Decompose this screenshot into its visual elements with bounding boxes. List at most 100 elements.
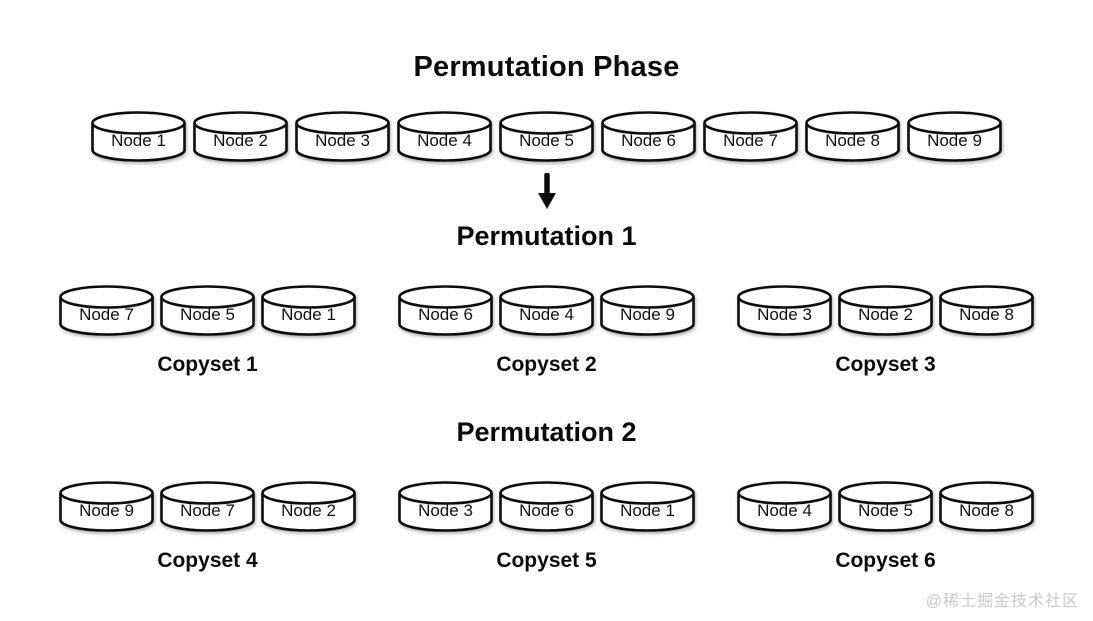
node-label: Node 3 xyxy=(757,305,812,324)
database-cylinder-icon xyxy=(600,481,695,532)
node-cylinder: Node 7 xyxy=(159,480,256,535)
node-cylinder: Node 3 xyxy=(294,110,391,165)
node-cylinder: Node 2 xyxy=(192,110,289,165)
copyset-label: Copyset 4 xyxy=(157,549,258,572)
copyset-group: Node 3 Node 2 Node 8 Copyset 3 xyxy=(736,284,1035,377)
node-cylinder: Node 2 xyxy=(837,284,934,339)
copyset-label: Copyset 3 xyxy=(835,353,936,376)
database-cylinder-icon xyxy=(295,111,390,162)
database-cylinder-icon xyxy=(193,111,288,162)
node-label: Node 2 xyxy=(213,131,268,150)
copyset-node-row: Node 3 Node 6 Node 1 xyxy=(397,480,696,535)
copyset-label: Copyset 5 xyxy=(496,549,597,572)
node-label: Node 7 xyxy=(723,131,778,150)
database-cylinder-icon xyxy=(499,285,594,336)
copyset-group: Node 4 Node 5 Node 8 Copyset 6 xyxy=(736,480,1035,573)
node-cylinder: Node 5 xyxy=(159,284,256,339)
database-cylinder-icon xyxy=(261,481,356,532)
node-label: Node 8 xyxy=(959,501,1014,520)
database-cylinder-icon xyxy=(939,285,1034,336)
node-label: Node 6 xyxy=(418,305,473,324)
node-cylinder: Node 7 xyxy=(58,284,155,339)
node-cylinder: Node 4 xyxy=(396,110,493,165)
database-cylinder-icon xyxy=(939,481,1034,532)
node-label: Node 2 xyxy=(281,501,336,520)
permutation-1-title: Permutation 1 xyxy=(456,221,637,251)
node-label: Node 3 xyxy=(315,131,370,150)
node-label: Node 3 xyxy=(418,501,473,520)
database-cylinder-icon xyxy=(397,111,492,162)
node-label: Node 8 xyxy=(959,305,1014,324)
node-cylinder: Node 4 xyxy=(498,284,595,339)
permutation-1-section: Permutation 1 Node 7 Node 5 Node 1 Copys… xyxy=(0,221,1093,377)
database-cylinder-icon xyxy=(398,481,493,532)
database-cylinder-icon xyxy=(601,111,696,162)
down-arrow-icon xyxy=(537,173,556,209)
node-cylinder: Node 2 xyxy=(260,480,357,535)
diagram-title: Permutation Phase xyxy=(413,51,680,83)
copyset-label: Copyset 6 xyxy=(835,549,936,572)
node-cylinder: Node 8 xyxy=(804,110,901,165)
node-label: Node 1 xyxy=(281,305,336,324)
node-label: Node 9 xyxy=(927,131,982,150)
copyset-node-row: Node 3 Node 2 Node 8 xyxy=(736,284,1035,339)
copyset-node-row: Node 9 Node 7 Node 2 xyxy=(58,480,357,535)
database-cylinder-icon xyxy=(838,285,933,336)
node-cylinder: Node 4 xyxy=(736,480,833,535)
database-cylinder-icon xyxy=(737,481,832,532)
node-label: Node 6 xyxy=(621,131,676,150)
node-cylinder: Node 3 xyxy=(397,480,494,535)
watermark: @稀土掘金技术社区 xyxy=(925,593,1079,610)
node-cylinder: Node 5 xyxy=(837,480,934,535)
node-label: Node 8 xyxy=(825,131,880,150)
permutation-2-section: Permutation 2 Node 9 Node 7 Node 2 Copys… xyxy=(0,417,1093,573)
copyset-node-row: Node 4 Node 5 Node 8 xyxy=(736,480,1035,535)
node-label: Node 2 xyxy=(858,305,913,324)
copyset-group: Node 6 Node 4 Node 9 Copyset 2 xyxy=(397,284,696,377)
database-cylinder-icon xyxy=(600,285,695,336)
database-cylinder-icon xyxy=(398,285,493,336)
database-cylinder-icon xyxy=(160,481,255,532)
node-label: Node 7 xyxy=(180,501,235,520)
node-label: Node 5 xyxy=(180,305,235,324)
copyset-group: Node 3 Node 6 Node 1 Copyset 5 xyxy=(397,480,696,573)
permutation-2-copyset-row: Node 9 Node 7 Node 2 Copyset 4 Node 3 No… xyxy=(0,480,1093,573)
database-cylinder-icon xyxy=(499,481,594,532)
database-cylinder-icon xyxy=(499,111,594,162)
permutation-2-title: Permutation 2 xyxy=(456,417,637,447)
arrow-container xyxy=(0,173,1093,211)
node-label: Node 9 xyxy=(79,501,134,520)
database-cylinder-icon xyxy=(59,481,154,532)
node-cylinder: Node 1 xyxy=(90,110,187,165)
permutation-phase-node-row: Node 1 Node 2 Node 3 Node 4 Node 5 Node … xyxy=(0,110,1093,165)
database-cylinder-icon xyxy=(160,285,255,336)
node-cylinder: Node 5 xyxy=(498,110,595,165)
node-label: Node 4 xyxy=(757,501,812,520)
database-cylinder-icon xyxy=(737,285,832,336)
node-cylinder: Node 7 xyxy=(702,110,799,165)
database-cylinder-icon xyxy=(59,285,154,336)
copyset-label: Copyset 2 xyxy=(496,353,597,376)
node-label: Node 5 xyxy=(858,501,913,520)
database-cylinder-icon xyxy=(805,111,900,162)
node-cylinder: Node 8 xyxy=(938,480,1035,535)
copyset-group: Node 9 Node 7 Node 2 Copyset 4 xyxy=(58,480,357,573)
permutation-1-copyset-row: Node 7 Node 5 Node 1 Copyset 1 Node 6 No… xyxy=(0,284,1093,377)
copyset-label: Copyset 1 xyxy=(157,353,258,376)
node-label: Node 4 xyxy=(519,305,574,324)
node-label: Node 6 xyxy=(519,501,574,520)
copyset-node-row: Node 7 Node 5 Node 1 xyxy=(58,284,357,339)
node-label: Node 1 xyxy=(620,501,675,520)
node-cylinder: Node 6 xyxy=(397,284,494,339)
database-cylinder-icon xyxy=(91,111,186,162)
node-label: Node 9 xyxy=(620,305,675,324)
node-cylinder: Node 9 xyxy=(58,480,155,535)
node-cylinder: Node 1 xyxy=(599,480,696,535)
database-cylinder-icon xyxy=(838,481,933,532)
node-cylinder: Node 9 xyxy=(599,284,696,339)
node-cylinder: Node 9 xyxy=(906,110,1003,165)
node-label: Node 7 xyxy=(79,305,134,324)
database-cylinder-icon xyxy=(261,285,356,336)
node-cylinder: Node 6 xyxy=(498,480,595,535)
